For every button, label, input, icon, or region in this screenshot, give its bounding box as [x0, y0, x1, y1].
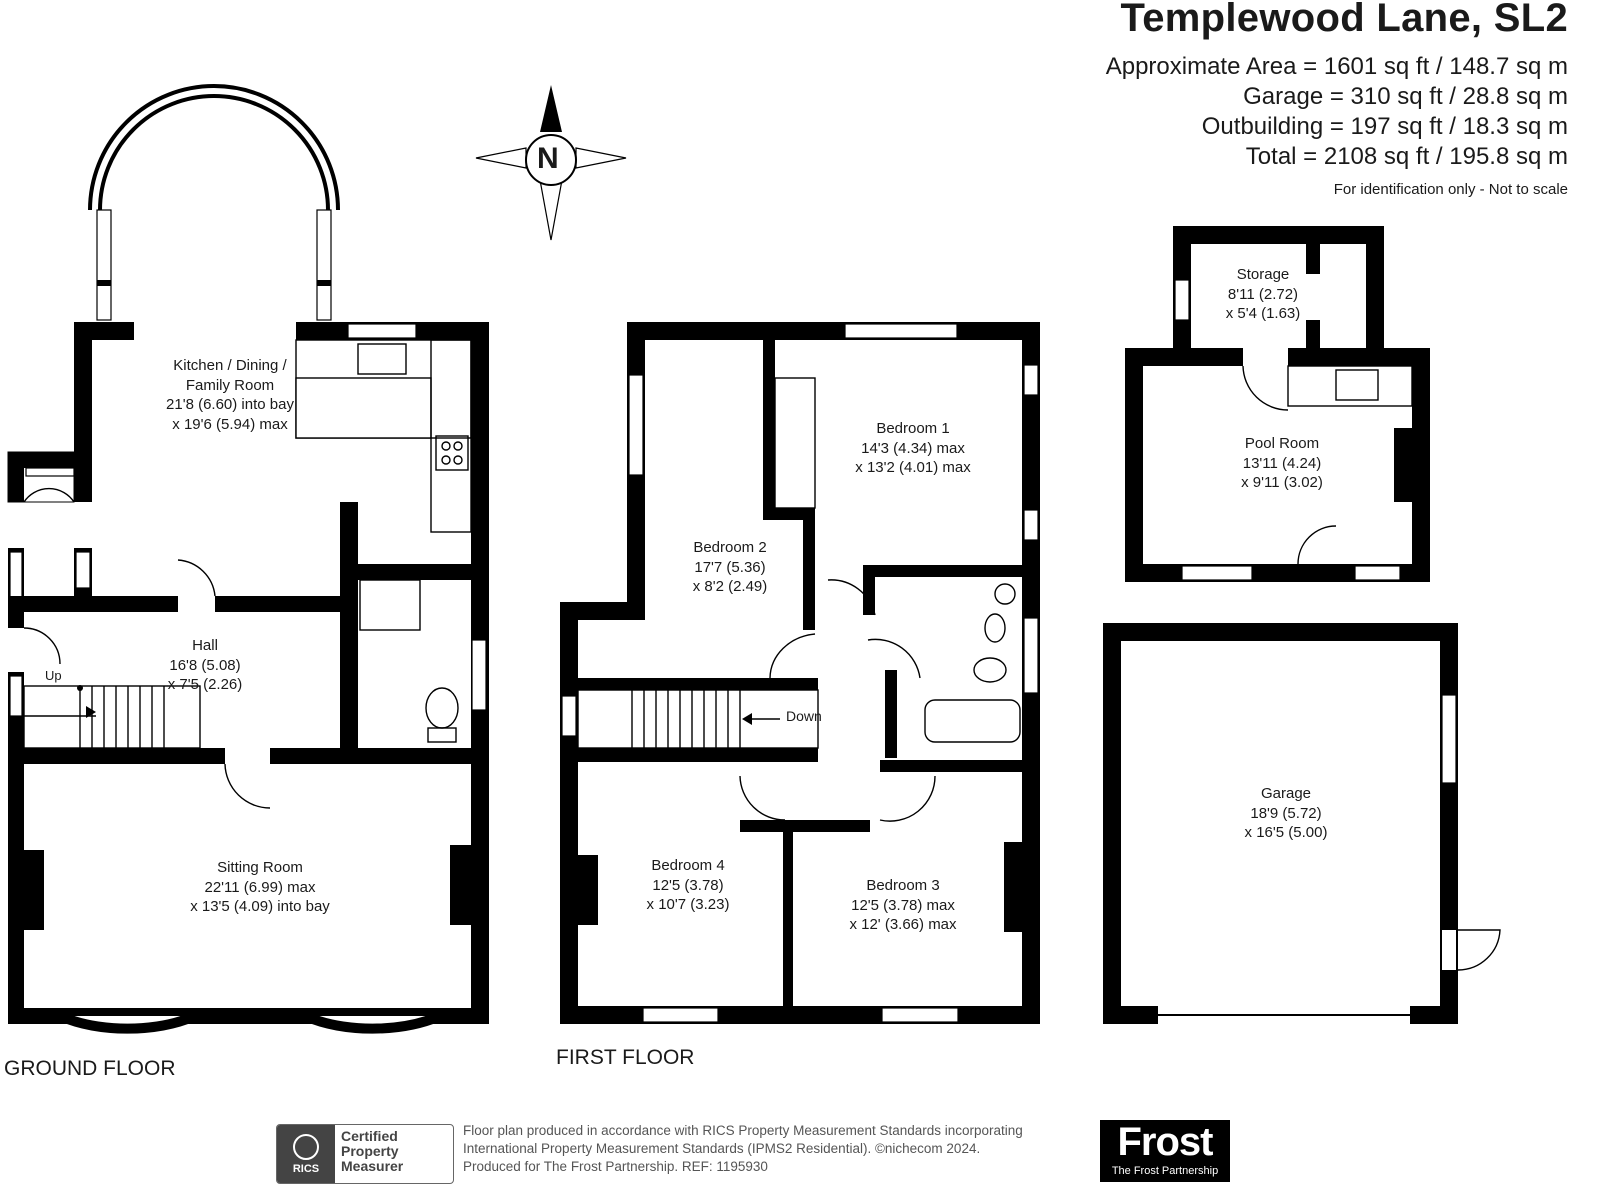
- room-name: Hall: [192, 637, 218, 654]
- room-dimension: x 10'7 (3.23): [646, 896, 730, 913]
- rics-badge-line: Certified: [341, 1128, 398, 1144]
- room-name: Pool Room: [1244, 435, 1320, 452]
- room-label-hall: Hall 16'8 (5.08) x 7'5 (2.26): [135, 636, 275, 695]
- room-dimension: x 19'6 (5.94) max: [172, 415, 288, 433]
- north-compass-icon: [475, 85, 627, 241]
- room-dimension: 8'11 (2.72): [1227, 285, 1299, 303]
- frost-logo-wordmark: Frost: [1117, 1120, 1214, 1164]
- ground-floor-label: GROUND FLOOR: [4, 1057, 176, 1080]
- outbuilding-area: Outbuilding = 197 sq ft / 18.3 sq m: [1201, 113, 1568, 140]
- room-dimension: 12'5 (3.78) max: [851, 896, 955, 914]
- rics-certified-badge: RICS Certified Property Measurer: [276, 1124, 454, 1184]
- rics-badge-line: Property: [341, 1143, 399, 1159]
- room-dimension: x 13'2 (4.01) max: [855, 459, 971, 476]
- footer-note-line: Produced for The Frost Partnership. REF:…: [463, 1159, 768, 1174]
- room-name: Bedroom 2: [693, 539, 767, 556]
- room-label-pool-room: Pool Room 13'11 (4.24) x 9'11 (3.02): [1222, 434, 1342, 493]
- room-dimension: 12'5 (3.78): [652, 876, 724, 894]
- room-label-kitchen: Kitchen / Dining / Family Room 21'8 (6.6…: [120, 356, 340, 434]
- rics-badge-line: Measurer: [341, 1158, 404, 1174]
- room-name: Bedroom 3: [866, 877, 940, 894]
- property-title: Templewood Lane, SL2: [1120, 0, 1568, 40]
- room-label-storage: Storage 8'11 (2.72) x 5'4 (1.63): [1203, 265, 1323, 324]
- outbuilding-plan: [1125, 226, 1430, 582]
- room-label-sitting-room: Sitting Room 22'11 (6.99) max x 13'5 (4.…: [150, 858, 370, 917]
- room-dimension: 13'11 (4.24): [1242, 454, 1322, 472]
- room-dimension: 16'8 (5.08): [169, 656, 241, 674]
- room-name: Bedroom 4: [651, 857, 725, 874]
- room-dimension: x 8'2 (2.49): [692, 578, 768, 595]
- room-dimension: 22'11 (6.99) max: [204, 878, 316, 896]
- room-dimension: x 16'5 (5.00): [1244, 824, 1328, 841]
- garage-plan: [1103, 623, 1501, 1024]
- room-label-bedroom-4: Bedroom 4 12'5 (3.78) x 10'7 (3.23): [618, 856, 758, 915]
- room-name: Bedroom 1: [876, 420, 950, 437]
- room-dimension: x 9'11 (3.02): [1241, 474, 1323, 491]
- scale-disclaimer: For identification only - Not to scale: [1333, 181, 1568, 198]
- frost-logo-tagline: The Frost Partnership: [1111, 1165, 1219, 1177]
- room-name: Sitting Room: [217, 859, 303, 876]
- room-dimension: x 12' (3.66) max: [849, 916, 957, 933]
- footer-note-line: Floor plan produced in accordance with R…: [463, 1123, 1023, 1138]
- room-dimension: x 5'4 (1.63): [1225, 305, 1301, 322]
- first-floor-plan: [560, 322, 1040, 1024]
- approximate-area: Approximate Area = 1601 sq ft / 148.7 sq…: [1105, 53, 1568, 80]
- room-dimension: x 13'5 (4.09) into bay: [190, 898, 330, 915]
- room-dimension: 21'8 (6.60) into bay: [166, 396, 294, 413]
- room-name: Storage: [1236, 266, 1290, 283]
- rics-logo: RICS: [277, 1125, 335, 1183]
- garage-area: Garage = 310 sq ft / 28.8 sq m: [1243, 83, 1568, 110]
- room-dimension: 17'7 (5.36): [694, 558, 766, 576]
- stairs-down-label: Down: [786, 708, 822, 724]
- footer-note: Floor plan produced in accordance with R…: [463, 1122, 1023, 1176]
- ground-floor-plan: [7, 84, 489, 1034]
- room-dimension: 18'9 (5.72): [1250, 804, 1322, 822]
- room-dimension: x 7'5 (2.26): [167, 676, 243, 693]
- room-name-line2: Family Room: [185, 376, 275, 394]
- room-name: Garage: [1260, 785, 1312, 802]
- total-area: Total = 2108 sq ft / 195.8 sq m: [1245, 143, 1568, 170]
- footer-note-line: International Property Measurement Stand…: [463, 1141, 981, 1156]
- first-floor-label: FIRST FLOOR: [556, 1046, 695, 1069]
- room-name: Kitchen / Dining /: [173, 357, 287, 374]
- room-label-bedroom-2: Bedroom 2 17'7 (5.36) x 8'2 (2.49): [660, 538, 800, 597]
- rics-certified-text: Certified Property Measurer: [335, 1125, 409, 1183]
- room-label-garage: Garage 18'9 (5.72) x 16'5 (5.00): [1226, 784, 1346, 843]
- room-dimension: 14'3 (4.34) max: [861, 439, 965, 457]
- room-label-bedroom-1: Bedroom 1 14'3 (4.34) max x 13'2 (4.01) …: [833, 419, 993, 478]
- rics-logo-text: RICS: [292, 1162, 320, 1175]
- frost-brand-logo: Frost The Frost Partnership: [1100, 1120, 1230, 1182]
- rics-seal-icon: [293, 1133, 319, 1160]
- stairs-up-label: Up: [45, 668, 62, 683]
- compass-north-label: N: [537, 142, 559, 175]
- room-label-bedroom-3: Bedroom 3 12'5 (3.78) max x 12' (3.66) m…: [823, 876, 983, 935]
